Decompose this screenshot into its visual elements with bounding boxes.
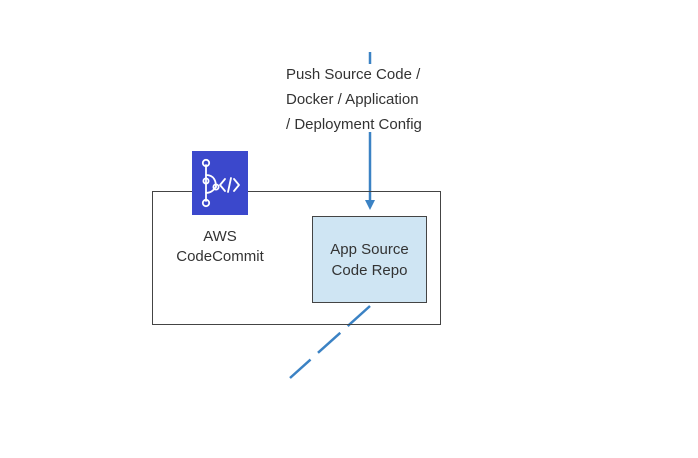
codecommit-icon: [192, 151, 248, 215]
service-name-line-1: AWS: [203, 228, 237, 245]
push-arrow-label-line-3: / Deployment Config: [286, 116, 422, 133]
repo-label-line-2: Code Repo: [331, 261, 408, 279]
app-source-code-repo: App Source Code Repo: [312, 216, 427, 303]
service-name-line-2: CodeCommit: [176, 248, 264, 265]
codecommit-service-container: [152, 191, 441, 325]
push-arrow-label-line-1: Push Source Code /: [286, 66, 421, 83]
push-arrow-label: Push Source Code / Docker / Application …: [286, 62, 456, 137]
repo-label-line-1: App Source: [330, 240, 409, 258]
codecommit-service-name: AWS CodeCommit: [162, 227, 278, 267]
push-arrow-label-line-2: Docker / Application: [286, 91, 419, 108]
outgoing-dashed-connector: [289, 305, 371, 379]
